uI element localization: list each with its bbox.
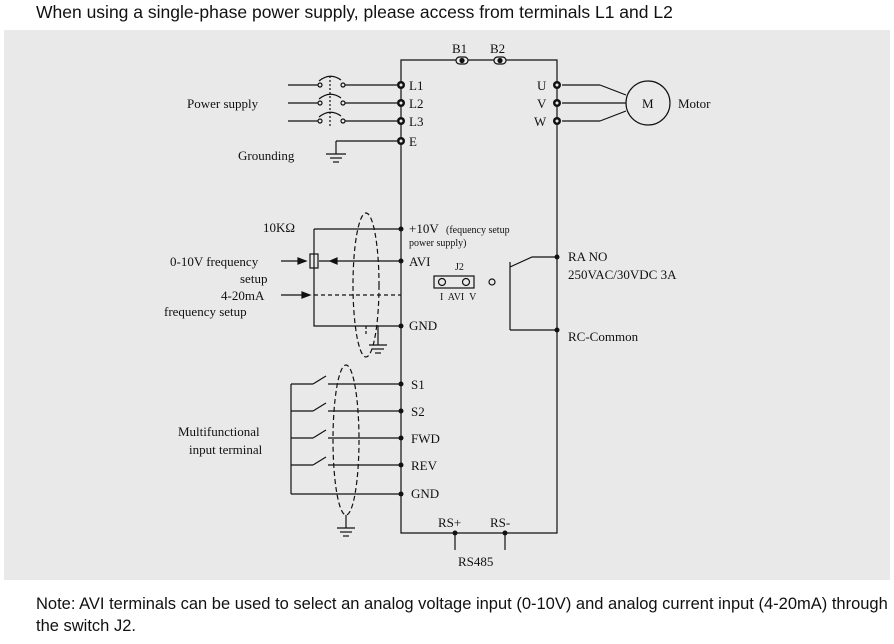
current-input-label-2: frequency setup — [164, 304, 247, 319]
grounding-label: Grounding — [238, 148, 295, 163]
terminal-e: E — [409, 134, 417, 149]
relay-ra-label: RA NO — [568, 249, 607, 264]
terminal-plus10v: +10V — [409, 221, 439, 236]
relay-rc-label: RC-Common — [568, 329, 639, 344]
terminal-fwd: FWD — [411, 431, 440, 446]
terminal-s2: S2 — [411, 404, 425, 419]
terminal-l3: L3 — [409, 114, 423, 129]
rs485-label: RS485 — [458, 554, 493, 569]
plus10v-note-2: power supply) — [409, 238, 467, 249]
terminal-l2: L2 — [409, 96, 423, 111]
multifunction-label-2: input terminal — [189, 442, 263, 457]
voltage-input-label-1: 0-10V frequency — [170, 254, 259, 269]
terminal-rs-plus: RS+ — [438, 515, 461, 530]
page-heading: When using a single-phase power supply, … — [36, 2, 673, 22]
potentiometer — [309, 253, 319, 269]
multifunction-label-1: Multifunctional — [178, 424, 260, 439]
terminal-w: W — [534, 114, 547, 129]
wiring-diagram-panel — [4, 30, 890, 580]
terminal-gnd-analog: GND — [409, 318, 437, 333]
terminal-avi: AVI — [409, 254, 430, 269]
j2-switch — [433, 275, 475, 289]
relay-rating: 250VAC/30VDC 3A — [568, 267, 677, 282]
potentiometer-label: 10KΩ — [263, 220, 295, 235]
footnote: Note: AVI terminals can be used to selec… — [36, 595, 888, 635]
motor-symbol — [625, 80, 671, 126]
voltage-input-label-2: setup — [240, 271, 267, 286]
terminal-s1: S1 — [411, 377, 425, 392]
terminal-l1: L1 — [409, 78, 423, 93]
terminal-u: U — [537, 78, 547, 93]
j2-positions: I AVI V — [440, 292, 477, 303]
current-input-label-1: 4-20mA — [221, 288, 265, 303]
plus10v-note-1: (fequency setup — [446, 225, 510, 236]
motor-symbol-label: M — [642, 96, 654, 111]
motor-label: Motor — [678, 96, 711, 111]
terminal-b1: B1 — [452, 41, 467, 56]
j2-label: J2 — [455, 262, 464, 273]
terminal-rs-minus: RS- — [490, 515, 510, 530]
terminal-v: V — [537, 96, 547, 111]
terminal-gnd-digital: GND — [411, 486, 439, 501]
terminal-b2: B2 — [490, 41, 505, 56]
power-supply-label: Power supply — [187, 96, 259, 111]
terminal-rev: REV — [411, 458, 438, 473]
